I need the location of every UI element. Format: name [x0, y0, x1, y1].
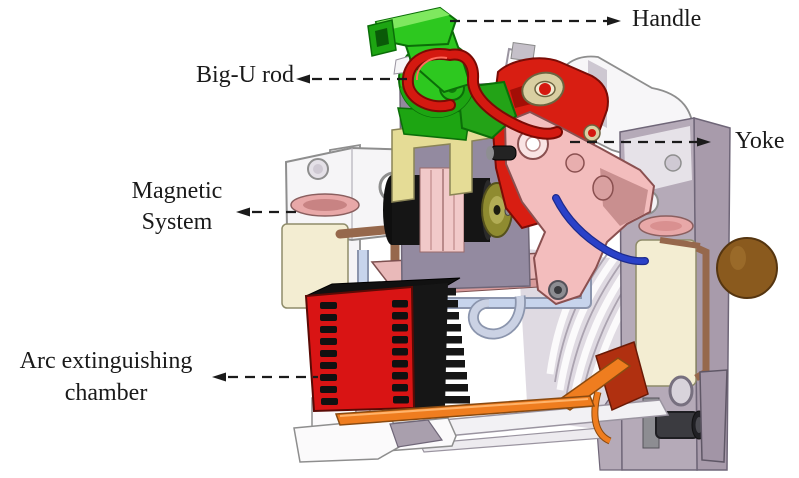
label-magnetic-system-line2: System — [141, 209, 213, 235]
label-arc-chamber-line1: Arc extinguishing — [19, 348, 193, 374]
label-magnetic-system: Magnetic System — [93, 176, 261, 238]
chamber-slots-right — [392, 300, 409, 404]
label-yoke: Yoke — [735, 128, 785, 154]
callout-arrows — [212, 16, 711, 382]
yoke-pivot-hole — [525, 136, 541, 152]
splitter-fins — [412, 283, 470, 408]
right-foot — [699, 369, 728, 463]
label-handle: Handle — [632, 6, 702, 32]
blue-wire — [553, 195, 648, 264]
spring-hook — [469, 295, 525, 338]
chamber-slots-left — [320, 302, 338, 405]
arc-chamber — [304, 277, 470, 413]
yoke-lever — [503, 110, 656, 306]
big-u-rod — [403, 50, 561, 138]
label-arc-chamber-line2: chamber — [64, 380, 148, 406]
trip-mechanism — [486, 57, 656, 306]
terminal-knob — [716, 237, 778, 299]
label-big-u-rod: Big-U rod — [196, 62, 294, 88]
orange-wire — [592, 391, 612, 444]
wire-port-hole — [668, 375, 694, 407]
fixed-contact — [595, 341, 649, 412]
label-magnetic-system-line1: Magnetic — [131, 178, 223, 204]
label-arc-chamber: Arc extinguishing chamber — [2, 345, 210, 409]
din-clip — [293, 418, 401, 463]
handle-assembly — [367, 6, 563, 141]
conductors — [334, 341, 649, 445]
